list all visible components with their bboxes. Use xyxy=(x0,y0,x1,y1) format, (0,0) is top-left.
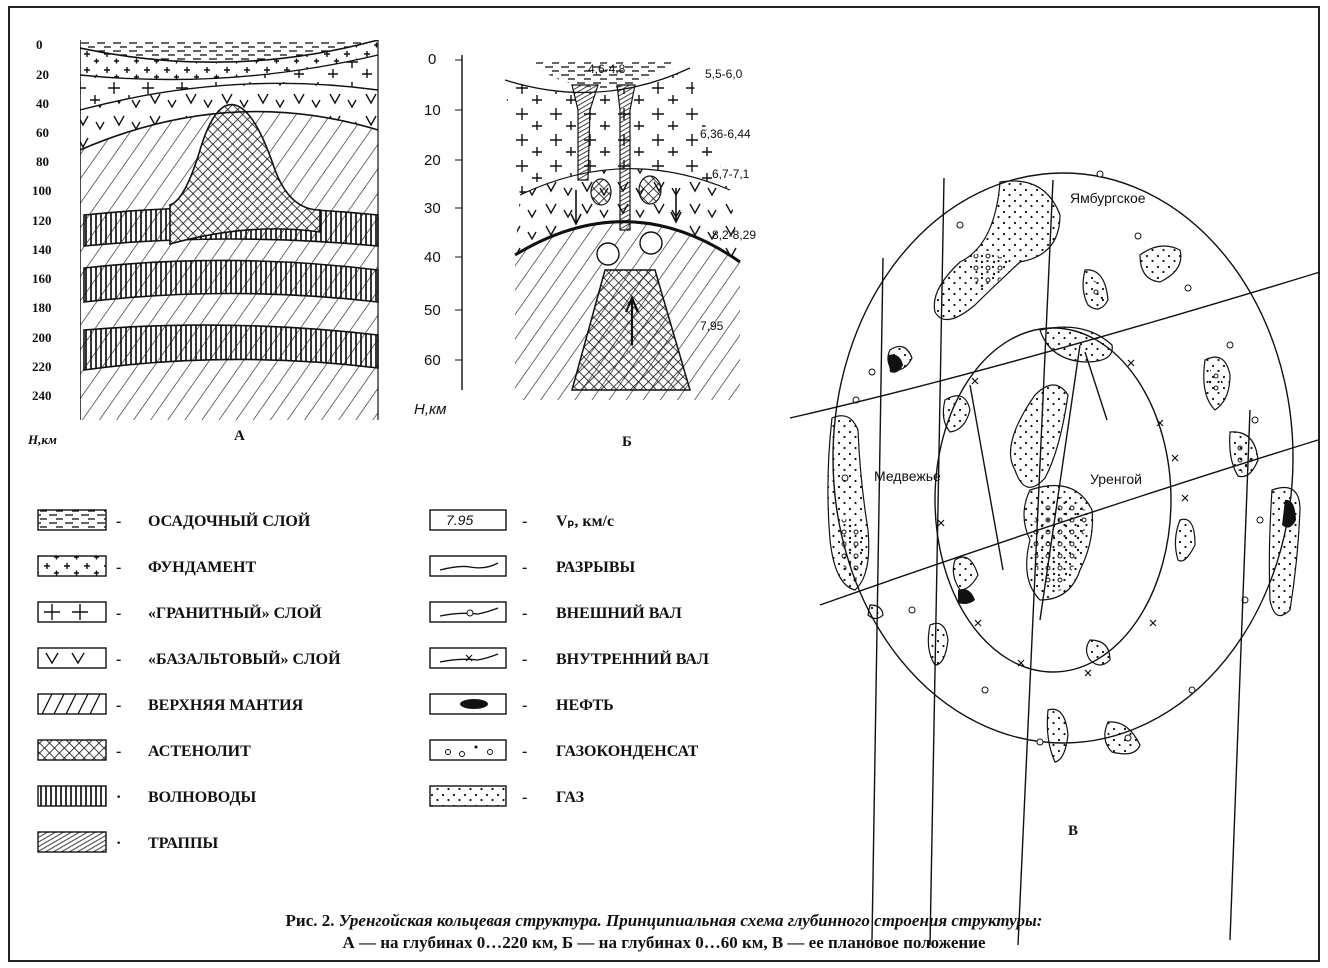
panel-b: 0 10 20 30 40 50 60 Н,км xyxy=(414,51,756,450)
panel-a-depth-axis: 0 20 40 60 80 100 120 140 160 180 200 22… xyxy=(27,37,57,447)
legend-item-inner-ridge: - ВНУТРЕННИЙ ВАЛ xyxy=(430,648,709,668)
svg-text:ВНЕШНИЙ ВАЛ: ВНЕШНИЙ ВАЛ xyxy=(556,603,682,622)
depth-tick: 20 xyxy=(36,67,49,82)
legend-item-mantle: - ВЕРХНЯЯ МАНТИЯ xyxy=(38,694,304,714)
svg-text:«ГРАНИТНЫЙ» СЛОЙ: «ГРАНИТНЫЙ» СЛОЙ xyxy=(148,603,322,622)
svg-text:7.95: 7.95 xyxy=(446,512,473,528)
svg-text:-: - xyxy=(116,605,121,622)
svg-text:-: - xyxy=(522,697,527,714)
depth-tick: 240 xyxy=(32,388,52,403)
svg-text:-: - xyxy=(522,513,527,530)
legend-item-gas: - ГАЗ xyxy=(430,786,585,806)
svg-text:ВНУТРЕННИЙ ВАЛ: ВНУТРЕННИЙ ВАЛ xyxy=(556,649,709,668)
depth-tick: 100 xyxy=(32,183,52,198)
svg-text:ТРАППЫ: ТРАППЫ xyxy=(148,835,218,852)
depth-tick: 200 xyxy=(32,330,52,345)
depth-axis-label: Н,км xyxy=(27,432,57,447)
depth-tick: 160 xyxy=(32,271,52,286)
depth-tick: 0 xyxy=(36,37,43,52)
velocity-label: 5,5-6,0 xyxy=(705,67,743,81)
svg-text:-: - xyxy=(522,743,527,760)
svg-text:ГАЗОКОНДЕНСАТ: ГАЗОКОНДЕНСАТ xyxy=(556,743,699,760)
legend-item-basalt: - «БАЗАЛЬТОВЫЙ» СЛОЙ xyxy=(38,648,341,668)
figure-caption-line-1: Рис. 2. Уренгойская кольцевая структура.… xyxy=(0,910,1328,932)
panel-a: 0 20 40 60 80 100 120 140 160 180 200 22… xyxy=(27,37,378,447)
depth-tick: 60 xyxy=(36,125,49,140)
legend-left: - ОСАДОЧНЫЙ СЛОЙ - ФУНДАМЕНТ - «ГРАНИТНЫ… xyxy=(38,510,341,852)
depth-tick: 60 xyxy=(424,352,441,369)
legend-item-sediment: - ОСАДОЧНЫЙ СЛОЙ xyxy=(38,510,311,530)
panel-a-section xyxy=(80,40,378,420)
svg-text:НЕФТЬ: НЕФТЬ xyxy=(556,697,614,714)
depth-tick: 120 xyxy=(32,213,52,228)
figure-caption-line-2: А — на глубинах 0…220 км, Б — на глубина… xyxy=(0,932,1328,954)
svg-text:·: · xyxy=(116,789,121,806)
depth-tick: 50 xyxy=(424,302,441,319)
velocity-label: 6,7-7,1 xyxy=(712,167,750,181)
legend-item-oil: - НЕФТЬ xyxy=(430,694,614,714)
svg-text:ФУНДАМЕНТ: ФУНДАМЕНТ xyxy=(148,559,256,576)
legend-item-outer-ridge: - ВНЕШНИЙ ВАЛ xyxy=(430,602,682,622)
depth-axis-label: Н,км xyxy=(414,401,446,418)
svg-text:-: - xyxy=(116,559,121,576)
depth-tick: 180 xyxy=(32,300,52,315)
place-label: Уренгой xyxy=(1090,471,1142,487)
legend-item-velocity: 7.95 - Vₚ, км/с xyxy=(430,510,614,530)
panel-v-label: В xyxy=(1068,823,1078,839)
svg-text:-: - xyxy=(116,513,121,530)
legend-item-faults: - РАЗРЫВЫ xyxy=(430,556,635,576)
velocity-label: 6,36-6,44 xyxy=(700,127,751,141)
svg-text:·: · xyxy=(116,835,121,852)
velocity-label: 7,95 xyxy=(700,319,724,333)
svg-text:«БАЗАЛЬТОВЫЙ» СЛОЙ: «БАЗАЛЬТОВЫЙ» СЛОЙ xyxy=(148,649,341,668)
svg-text:ВЕРХНЯЯ МАНТИЯ: ВЕРХНЯЯ МАНТИЯ xyxy=(148,697,304,714)
legend-item-waveguide: · ВОЛНОВОДЫ xyxy=(38,786,256,806)
svg-text:ГАЗ: ГАЗ xyxy=(556,789,585,806)
caption-title: Уренгойская кольцевая структура. Принцип… xyxy=(339,911,1043,930)
svg-text:-: - xyxy=(522,605,527,622)
legend-item-gascondensate: - ГАЗОКОНДЕНСАТ xyxy=(430,740,699,760)
svg-text:ОСАДОЧНЫЙ СЛОЙ: ОСАДОЧНЫЙ СЛОЙ xyxy=(148,511,311,530)
velocity-label: 8,2-8,29 xyxy=(712,228,756,242)
panel-b-depth-axis: 0 10 20 30 40 50 60 Н,км xyxy=(414,51,462,418)
depth-tick: 80 xyxy=(36,154,49,169)
place-label: Ямбургское xyxy=(1070,190,1146,206)
svg-text:-: - xyxy=(522,789,527,806)
svg-text:ВОЛНОВОДЫ: ВОЛНОВОДЫ xyxy=(148,789,256,806)
depth-tick: 20 xyxy=(424,152,441,169)
depth-tick: 40 xyxy=(36,96,49,111)
svg-text:-: - xyxy=(116,651,121,668)
legend-right: 7.95 - Vₚ, км/с - РАЗРЫВЫ - ВНЕШНИЙ ВАЛ … xyxy=(430,510,709,806)
depth-tick: 0 xyxy=(428,51,436,68)
legend-item-traps: · ТРАППЫ xyxy=(38,832,218,852)
legend-item-asthenolith: - АСТЕНОЛИТ xyxy=(38,740,251,760)
panel-a-label: А xyxy=(234,428,245,444)
depth-tick: 140 xyxy=(32,242,52,257)
depth-tick: 220 xyxy=(32,359,52,374)
legend-item-basement: - ФУНДАМЕНТ xyxy=(38,556,256,576)
svg-text:-: - xyxy=(116,743,121,760)
depth-tick: 10 xyxy=(424,102,441,119)
depth-tick: 40 xyxy=(424,249,441,266)
depth-tick: 30 xyxy=(424,200,441,217)
place-label: Медвежье xyxy=(874,468,941,484)
svg-text:-: - xyxy=(116,697,121,714)
svg-text:АСТЕНОЛИТ: АСТЕНОЛИТ xyxy=(148,743,251,760)
legend-item-granite: - «ГРАНИТНЫЙ» СЛОЙ xyxy=(38,602,322,622)
velocity-label: 4,6-4,8 xyxy=(588,62,626,76)
svg-text:РАЗРЫВЫ: РАЗРЫВЫ xyxy=(556,559,635,576)
svg-text:Vₚ, км/с: Vₚ, км/с xyxy=(556,513,614,530)
caption-prefix: Рис. 2. xyxy=(286,911,339,930)
svg-text:-: - xyxy=(522,651,527,668)
panel-b-label: Б xyxy=(622,434,632,450)
panel-v: Ямбургское Медвежье Уренгой В xyxy=(790,171,1320,945)
panel-b-section xyxy=(505,60,740,400)
svg-text:-: - xyxy=(522,559,527,576)
